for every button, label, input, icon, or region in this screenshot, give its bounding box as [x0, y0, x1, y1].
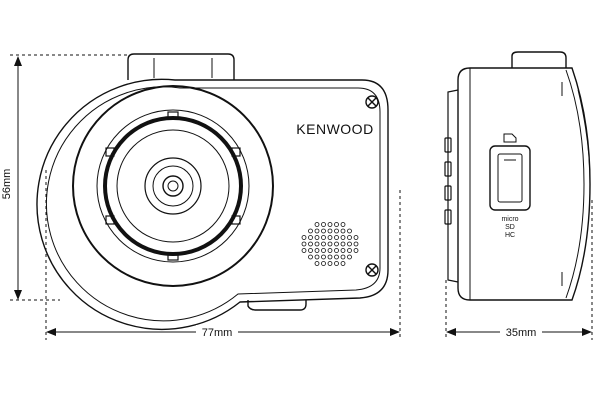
- arrow-right-icon: [390, 328, 400, 336]
- speaker-hole: [347, 228, 352, 234]
- speaker-hole: [334, 235, 339, 240]
- speaker-hole: [321, 261, 326, 266]
- speaker-hole: [340, 254, 346, 260]
- speaker-hole: [314, 228, 320, 234]
- lens-ring-6: [152, 165, 194, 207]
- arrow-up-icon: [14, 56, 22, 66]
- speaker-hole: [334, 241, 339, 247]
- arrow-right-icon: [582, 328, 592, 336]
- speaker-hole: [327, 235, 333, 240]
- bottom-foot: [247, 300, 307, 311]
- side-view: [444, 51, 591, 301]
- microsd-label-line1: micro: [501, 216, 518, 223]
- speaker-hole: [314, 222, 320, 227]
- lens-ring-3: [103, 116, 243, 256]
- speaker-hole: [353, 235, 359, 240]
- speaker-hole: [314, 241, 320, 247]
- speaker-hole: [347, 241, 352, 247]
- speaker-hole: [327, 254, 333, 260]
- speaker-hole: [340, 222, 346, 227]
- microsd-label-line2: SD: [505, 224, 515, 231]
- speaker-hole: [301, 235, 307, 240]
- camera-body-inner-line: [46, 86, 381, 322]
- speaker-hole: [340, 235, 346, 240]
- sd-card-icon: [503, 133, 517, 143]
- speaker-hole: [327, 248, 333, 253]
- lens-ring-4: [116, 129, 230, 243]
- side-top-tab: [511, 51, 567, 68]
- speaker-hole: [334, 248, 339, 253]
- speaker-hole: [347, 235, 352, 240]
- speaker-hole: [321, 254, 326, 260]
- speaker-hole: [340, 228, 346, 234]
- speaker-hole: [334, 222, 339, 227]
- depth-dimension-label: 35mm: [506, 327, 537, 339]
- speaker-hole: [321, 235, 326, 240]
- speaker-hole: [353, 248, 359, 253]
- microsd-label-line3: HC: [505, 232, 515, 239]
- speaker-hole: [308, 254, 313, 260]
- speaker-hole: [308, 228, 313, 234]
- speaker-hole: [327, 222, 333, 227]
- speaker-hole: [334, 254, 339, 260]
- depth-dimension: [445, 200, 593, 340]
- speaker-hole: [347, 254, 352, 260]
- height-dimension-label: 56mm: [1, 169, 13, 200]
- speaker-hole: [340, 261, 346, 266]
- speaker-hole: [321, 248, 326, 253]
- camera-body-outline: [36, 78, 389, 331]
- speaker-hole: [314, 254, 320, 260]
- speaker-hole: [321, 241, 326, 247]
- side-buttons: [444, 137, 452, 225]
- speaker-hole: [327, 261, 333, 266]
- speaker-hole: [340, 248, 346, 253]
- speaker-hole: [308, 248, 313, 253]
- speaker-hole: [314, 248, 320, 253]
- lens-ring-5: [144, 157, 202, 215]
- speaker-hole: [347, 248, 352, 253]
- side-body-outline: [457, 67, 591, 301]
- speaker-hole: [301, 248, 307, 253]
- speaker-hole: [353, 241, 359, 247]
- speaker-hole: [301, 241, 307, 247]
- arrow-left-icon: [446, 328, 456, 336]
- arrow-down-icon: [14, 290, 22, 300]
- screw-icon: [365, 263, 379, 277]
- lens-ring-2: [96, 109, 250, 263]
- arrow-left-icon: [46, 328, 56, 336]
- top-mount: [127, 53, 235, 80]
- speaker-hole: [327, 241, 333, 247]
- height-dimension: [10, 54, 130, 301]
- lens-center: [162, 175, 184, 197]
- speaker-hole: [314, 235, 320, 240]
- speaker-hole: [340, 241, 346, 247]
- speaker-hole: [308, 235, 313, 240]
- speaker-hole: [334, 228, 339, 234]
- width-dimension-label: 77mm: [202, 327, 233, 339]
- speaker-hole: [334, 261, 339, 266]
- brand-logo-text: KENWOOD: [296, 121, 373, 137]
- width-dimension: [45, 170, 401, 340]
- speaker-hole: [327, 228, 333, 234]
- speaker-hole: [321, 228, 326, 234]
- speaker-grille: [301, 222, 359, 266]
- speaker-hole: [308, 241, 313, 247]
- screw-icon: [365, 95, 379, 109]
- front-view: [36, 53, 389, 331]
- speaker-hole: [321, 222, 326, 227]
- speaker-hole: [314, 261, 320, 266]
- microsd-slot: [489, 145, 531, 211]
- lens-outer-ring: [72, 85, 274, 287]
- lens-notches: [105, 111, 241, 261]
